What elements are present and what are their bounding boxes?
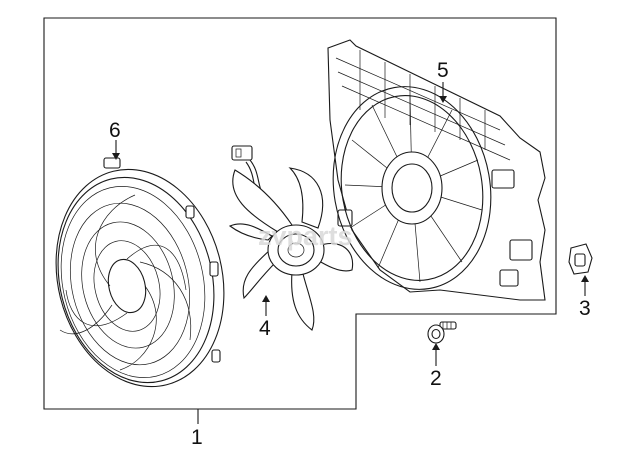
callout-leaders xyxy=(112,82,589,424)
callout-2: 2 xyxy=(430,367,442,390)
callout-5: 5 xyxy=(437,59,449,82)
callout-6: 6 xyxy=(109,119,121,142)
callout-3: 3 xyxy=(579,297,591,320)
fan-blade-assembly xyxy=(228,145,354,331)
watermark: zvparts xyxy=(258,221,353,251)
fan-shroud xyxy=(55,157,225,388)
fan-frame-housing xyxy=(327,39,546,301)
callout-4: 4 xyxy=(259,317,271,340)
assembly-boundary xyxy=(43,17,557,410)
clip-nut xyxy=(568,243,593,275)
callout-1: 1 xyxy=(191,426,203,449)
bolt xyxy=(427,321,457,344)
wire-connector xyxy=(231,145,253,161)
